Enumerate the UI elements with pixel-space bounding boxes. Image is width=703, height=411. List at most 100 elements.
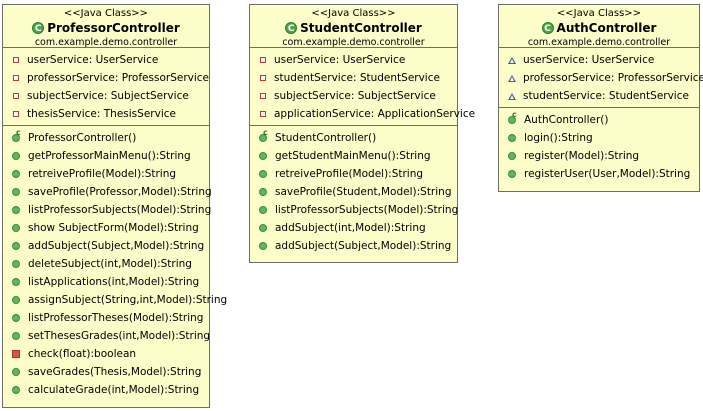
field-row[interactable]: userService: UserService [250,51,457,69]
class-icon: C [541,22,554,34]
method-row[interactable]: getStudentMainMenu():String [250,147,457,165]
public-method-icon [12,278,20,286]
method-text: login():String [524,132,593,144]
method-text: register(Model):String [524,150,640,162]
method-row[interactable]: listApplications(int,Model):String [3,273,209,291]
method-text: addSubject(int,Model):String [275,222,426,234]
stereotype-label: <<Java Class>> [63,8,149,19]
method-text: getStudentMainMenu():String [275,150,431,162]
field-text: professorService: ProfessorService [27,72,209,84]
method-row[interactable]: AuthController() [499,110,699,129]
public-method-icon [12,224,20,232]
method-row[interactable]: deleteSubject(int,Model):String [3,255,209,273]
public-method-icon [12,206,20,214]
method-text: assignSubject(String,int,Model):String [28,294,228,306]
method-text: saveProfile(Professor,Model):String [28,186,212,198]
methods-section: AuthController() login():String register(M… [499,108,699,185]
field-text: userService: UserService [274,54,406,66]
class-name-text: StudentController [300,21,422,35]
public-method-icon [12,332,20,340]
public-method-icon [508,152,516,160]
method-row[interactable]: saveProfile(Professor,Model):String [3,183,212,201]
field-text: applicationService: ApplicationService [274,108,476,120]
method-row[interactable]: registerUser(User,Model):String [499,165,699,183]
method-row[interactable]: addSubject(Subject,Model):String [250,237,457,255]
package-name: com.example.demo.controller [527,37,671,48]
method-row[interactable]: ProfessorController() [3,128,209,147]
method-text: registerUser(User,Model):String [524,168,691,180]
private-field-icon [260,57,266,63]
class-name-text: ProfessorController [47,21,180,35]
public-method-icon [259,170,267,178]
methods-section: StudentController() getStudentMainMenu():… [250,126,459,257]
field-row[interactable]: userService: UserService [499,51,699,69]
package-field-icon [508,56,516,64]
method-row[interactable]: saveProfile(Student,Model):String [250,183,457,201]
public-method-icon [259,242,267,250]
method-row[interactable]: assignSubject(String,int,Model):String [3,291,227,309]
public-method-icon [12,188,20,196]
method-text: StudentController() [275,132,377,144]
public-method-icon [12,152,20,160]
field-row[interactable]: thesisService: ThesisService [3,105,209,123]
stereotype-label: <<Java Class>> [311,8,396,19]
private-field-icon [13,93,19,99]
field-row[interactable]: subjectService: SubjectService [3,87,209,105]
public-method-icon [12,242,20,250]
field-text: studentService: StudentService [523,90,689,102]
public-method-icon [12,260,20,268]
private-field-icon [13,57,19,63]
field-row[interactable]: applicationService: ApplicationService [250,105,475,123]
method-row[interactable]: listProfessorTheses(Model):String [3,309,209,327]
class-name-text: AuthController [556,21,657,35]
method-row[interactable]: register(Model):String [499,147,699,165]
method-text: ProfessorController() [28,132,137,144]
method-row[interactable]: addSubject(Subject,Model):String [3,237,209,255]
method-row[interactable]: retreiveProfile(Model):String [3,165,209,183]
method-text: listProfessorSubjects(Model):String [275,204,459,216]
field-row[interactable]: professorService: ProfessorService [3,69,209,87]
public-method-icon [259,224,267,232]
stereotype-label: <<Java Class>> [556,8,642,19]
method-row[interactable]: StudentController() [250,128,457,147]
field-row[interactable]: subjectService: SubjectService [250,87,457,105]
field-text: userService: UserService [27,54,159,66]
public-method-icon [12,368,20,376]
constructor-icon [508,110,517,124]
method-text: saveGrades(Thesis,Model):String [28,366,202,378]
method-row[interactable]: check(float):boolean [3,345,209,363]
field-row[interactable]: studentService: StudentService [250,69,457,87]
method-row[interactable]: saveGrades(Thesis,Model):String [3,363,209,381]
method-row[interactable]: calculateGrade(int,Model):String [3,381,209,399]
package-field-icon [508,74,516,82]
field-row[interactable]: userService: UserService [3,51,209,69]
field-text: userService: UserService [523,54,655,66]
package-name: com.example.demo.controller [34,37,178,48]
method-row[interactable]: login():String [499,129,699,147]
field-row[interactable]: professorService: ProfessorService [499,69,703,87]
method-text: listApplications(int,Model):String [28,276,200,288]
private-field-icon [260,75,266,81]
private-field-icon [13,75,19,81]
method-row[interactable]: show SubjectForm(Model):String [3,219,209,237]
method-row[interactable]: addSubject(int,Model):String [250,219,457,237]
method-row[interactable]: listProfessorSubjects(Model):String [250,201,459,219]
field-text: subjectService: SubjectService [27,90,189,102]
public-method-icon [259,188,267,196]
method-text: addSubject(Subject,Model):String [275,240,452,252]
method-text: calculateGrade(int,Model):String [28,384,200,396]
method-row[interactable]: retreiveProfile(Model):String [250,165,457,183]
field-row[interactable]: studentService: StudentService [499,87,699,105]
method-row[interactable]: getProfessorMainMenu():String [3,147,209,165]
method-text: deleteSubject(int,Model):String [28,258,192,270]
method-row[interactable]: setThesesGrades(int,Model):String [3,327,210,345]
method-row[interactable]: listProfessorSubjects(Model):String [3,201,211,219]
